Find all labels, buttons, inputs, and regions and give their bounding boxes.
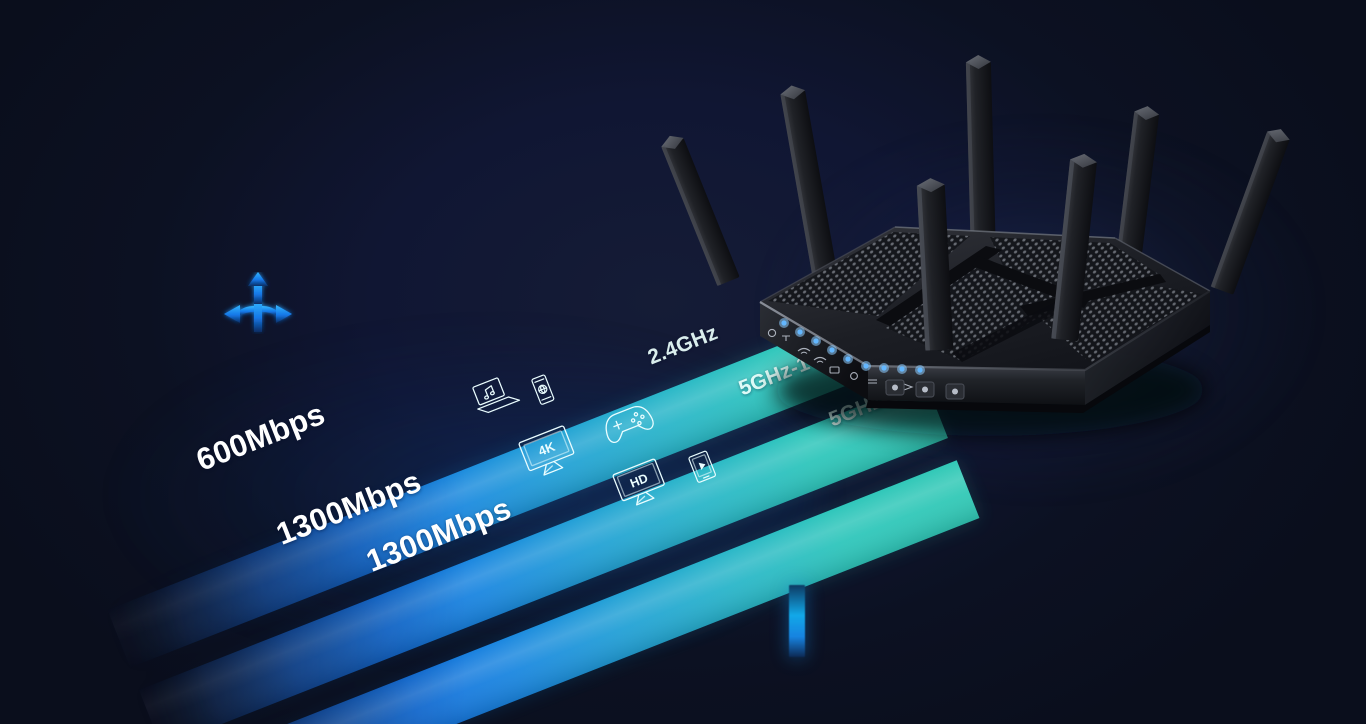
vertical-glow-bar (789, 585, 805, 657)
beam-band-1 (107, 300, 917, 668)
router-buttons[interactable] (885, 379, 965, 400)
router-top-deck (759, 226, 1211, 370)
router-button-1 (885, 379, 905, 396)
beam-band-2 (138, 380, 948, 724)
three-way-arrow-icon (216, 272, 300, 334)
antenna-group-front (916, 153, 1097, 351)
beam-band-3 (170, 460, 980, 724)
antenna-group-rear (661, 55, 1290, 303)
led-dots (779, 318, 925, 375)
router-button-3 (945, 383, 965, 400)
tri-band-router (661, 55, 1290, 440)
router-button-2 (915, 381, 935, 398)
